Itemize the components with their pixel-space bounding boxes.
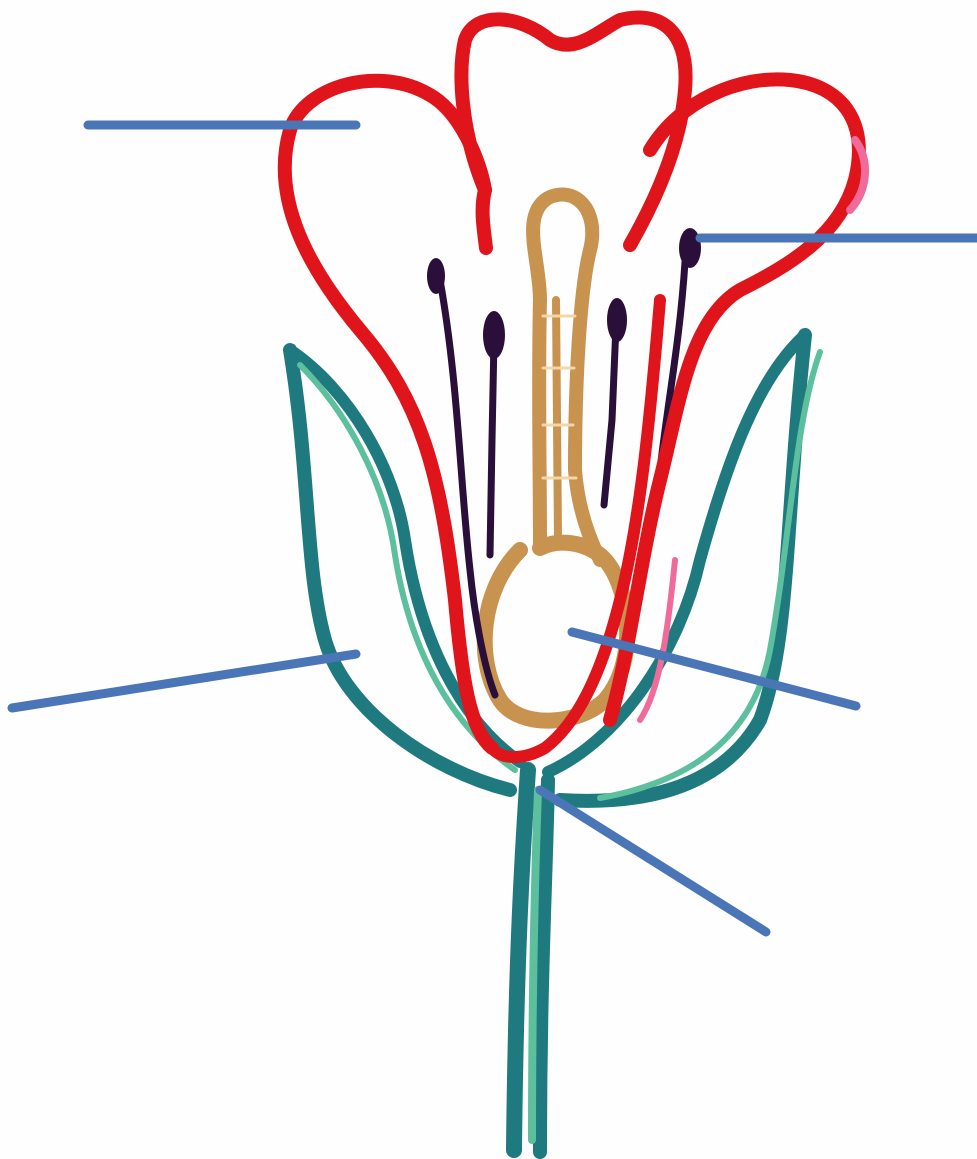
anther-1: [427, 258, 445, 294]
anther-4: [679, 228, 701, 268]
sepal-pointer-line: [12, 654, 356, 708]
anther-3: [607, 298, 627, 342]
pointer-lines: [12, 125, 977, 932]
anther-2: [483, 311, 505, 359]
stem: [514, 770, 548, 1152]
left-sepal: [290, 350, 520, 790]
pistil: [533, 195, 600, 560]
receptacle-pointer-line: [540, 790, 766, 932]
